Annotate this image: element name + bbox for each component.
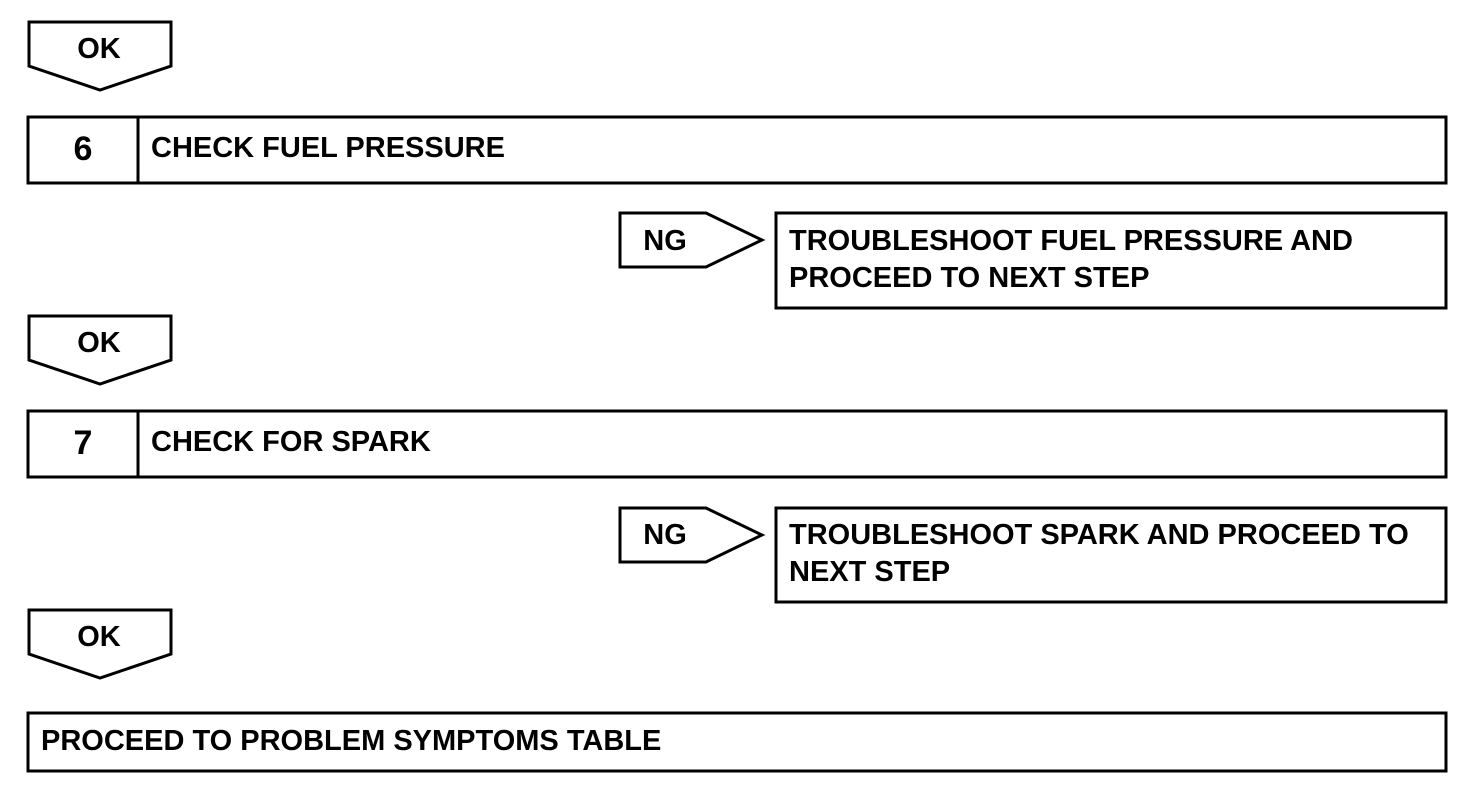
ok-arrow-shape xyxy=(27,20,173,92)
step-7-box xyxy=(26,409,1448,479)
step-6-title: CHECK FUEL PRESSURE xyxy=(151,132,505,164)
ng-arrow-shape xyxy=(618,211,766,269)
step-7-number: 7 xyxy=(73,424,93,462)
final-action-box xyxy=(26,711,1448,773)
ok-arrow-shape xyxy=(27,314,173,386)
ng-arrow-shape xyxy=(618,506,766,564)
ok-label: OK xyxy=(77,33,121,65)
ng-action-box-6 xyxy=(774,211,1448,310)
step-6-number: 6 xyxy=(73,130,93,168)
final-action-text: PROCEED TO PROBLEM SYMPTOMS TABLE xyxy=(41,725,662,757)
ok-label: OK xyxy=(77,621,121,653)
ok-arrow-shape xyxy=(27,608,173,680)
step-7-title: CHECK FOR SPARK xyxy=(151,426,431,458)
step-7-ng-action: TROUBLESHOOT SPARK AND PROCEED TO NEXT S… xyxy=(789,519,1409,588)
ng-label: NG xyxy=(643,225,687,257)
step-6-box xyxy=(26,115,1448,185)
ng-label: NG xyxy=(643,519,687,551)
ng-action-box-7 xyxy=(774,506,1448,604)
step-6-ng-action: TROUBLESHOOT FUEL PRESSURE AND PROCEED T… xyxy=(789,225,1353,294)
ok-label: OK xyxy=(77,327,121,359)
